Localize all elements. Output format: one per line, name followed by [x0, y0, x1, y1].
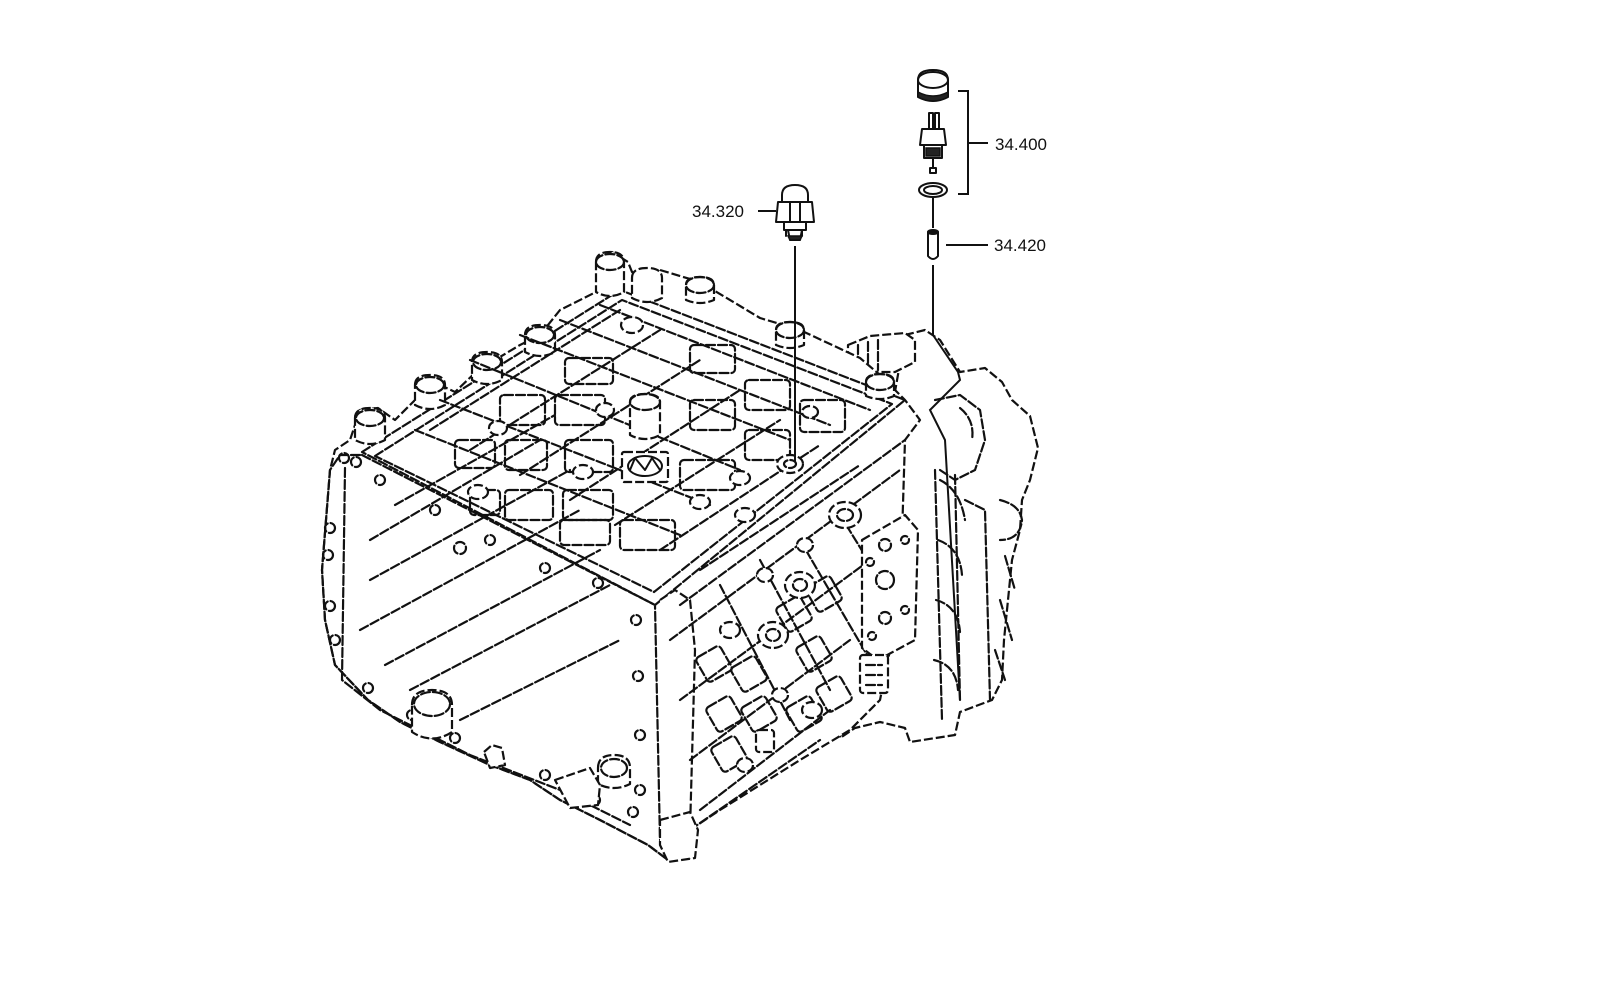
part-34320-switch [775, 184, 815, 241]
leader-line-34420 [928, 265, 962, 701]
callout-34320: 34.320 [692, 202, 744, 221]
part-34400-sensor-assembly [917, 69, 949, 198]
callout-34400: 34.400 [995, 135, 1047, 154]
transmission-housing [320, 250, 1040, 864]
callout-34420: 34.420 [994, 236, 1046, 255]
part-34420-pin [927, 229, 939, 260]
bracket-34400 [958, 90, 988, 195]
